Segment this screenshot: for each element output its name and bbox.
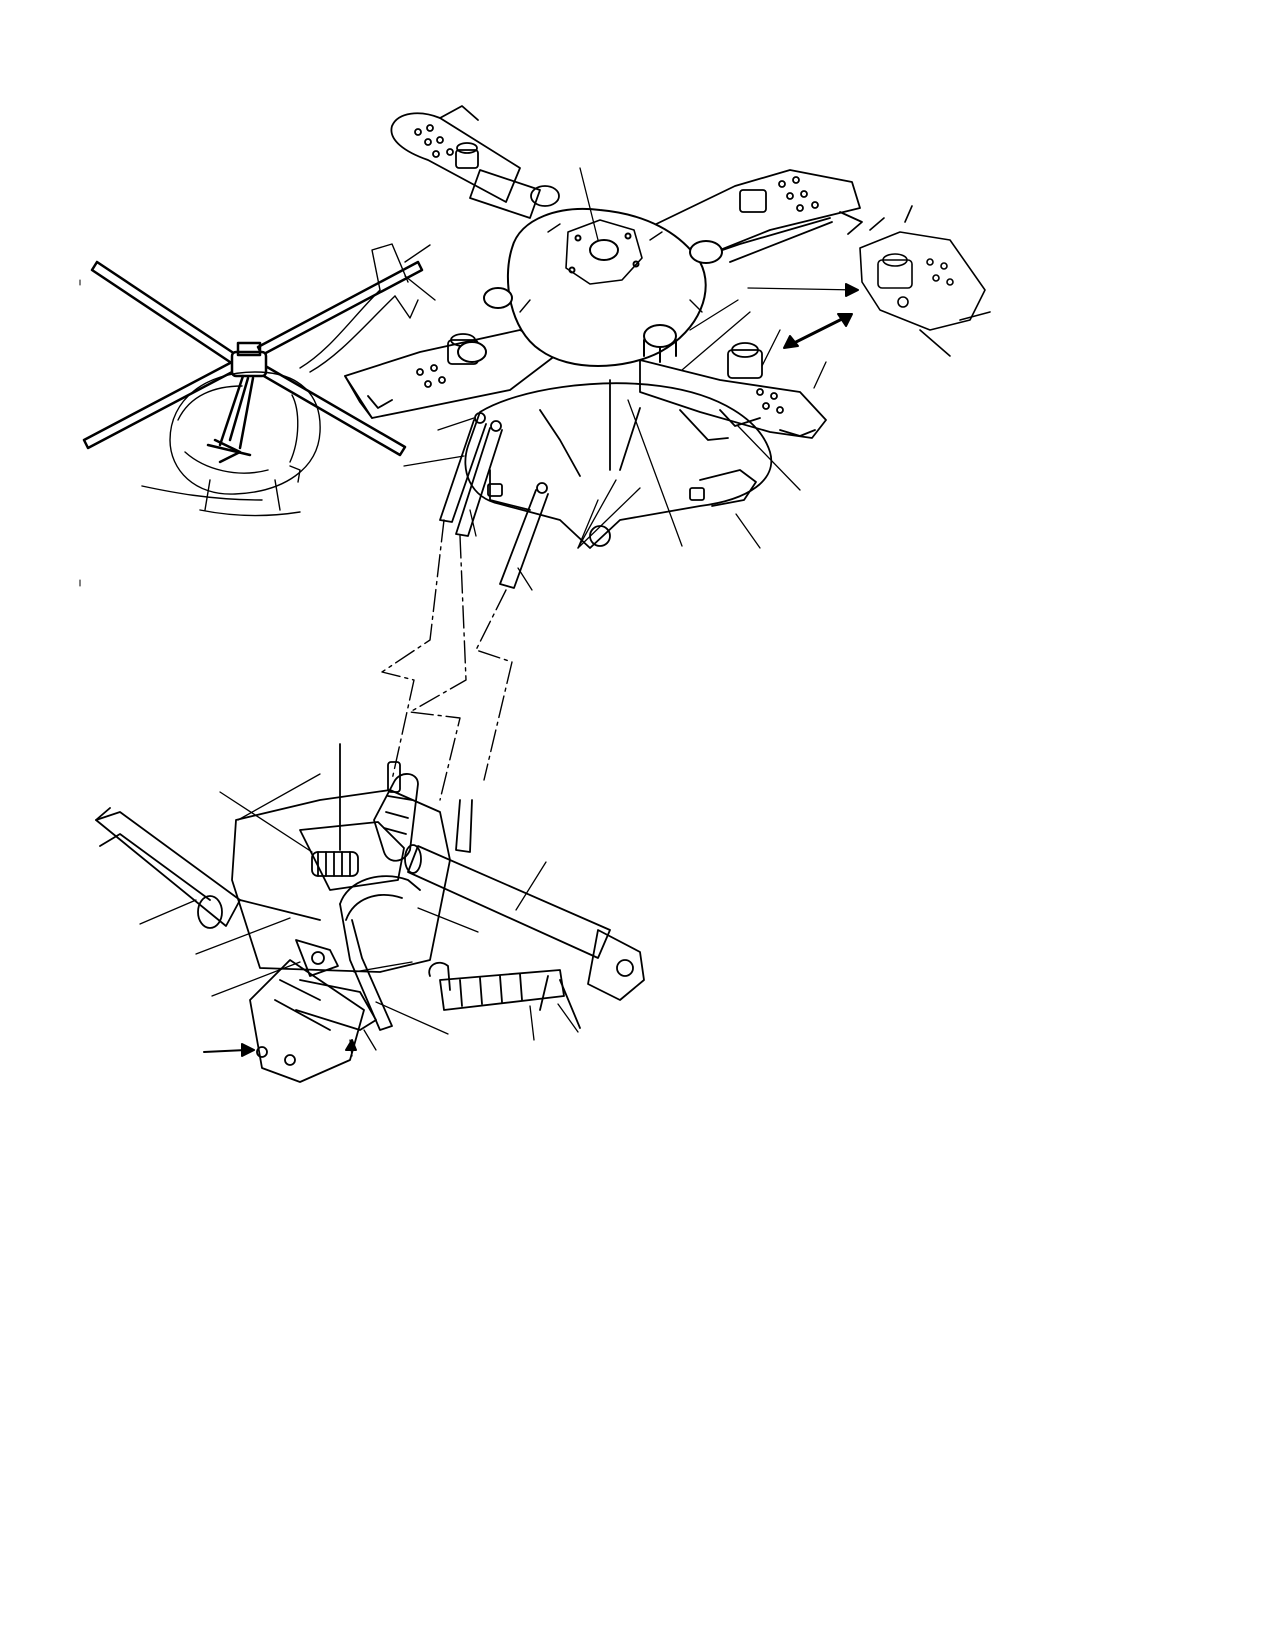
blade-arm-lower-left bbox=[344, 329, 561, 419]
main-rotor-hub bbox=[344, 105, 863, 589]
arrows bbox=[203, 283, 859, 1057]
inset-rotor-hub bbox=[206, 341, 268, 464]
inset-fuselage bbox=[141, 243, 436, 517]
hub-body bbox=[457, 208, 723, 367]
blade-arm-lower-right bbox=[639, 342, 827, 439]
swashplate bbox=[464, 379, 773, 549]
callout-leaders bbox=[139, 167, 859, 1057]
lower-mixer-assembly bbox=[95, 743, 645, 1083]
pitch-rods bbox=[439, 412, 549, 589]
blade-detail bbox=[859, 205, 991, 357]
control-rod-path bbox=[381, 519, 513, 801]
helicopter-inset bbox=[82, 243, 436, 517]
blade-arm-upper-left bbox=[390, 105, 560, 219]
